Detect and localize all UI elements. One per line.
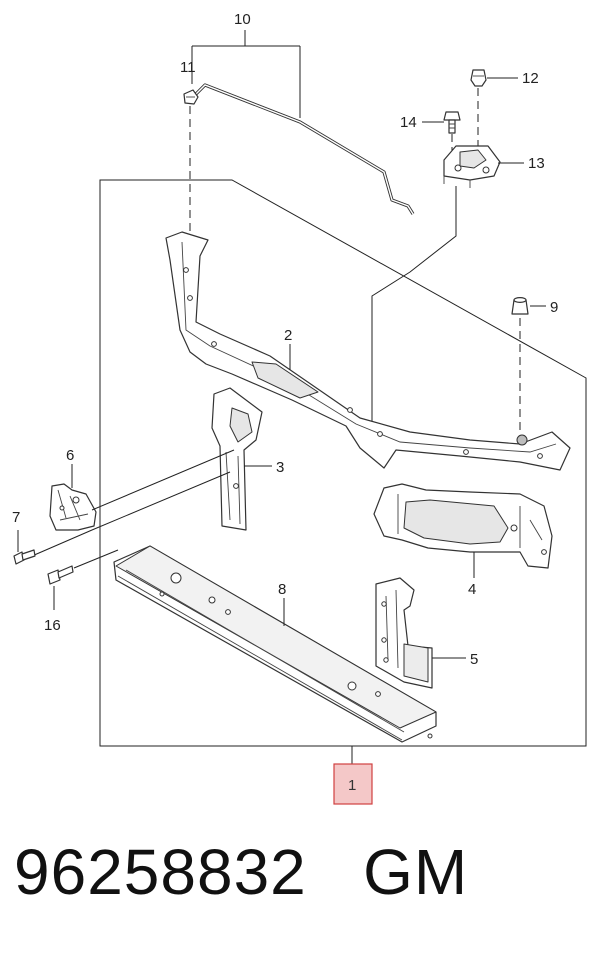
- brand-name: GM: [363, 836, 469, 908]
- callout-7: 7: [12, 509, 20, 526]
- connector-16-8: [73, 549, 119, 569]
- part-9-stopper: [511, 297, 529, 315]
- callout-4: 4: [468, 581, 476, 598]
- callout-5: 5: [470, 651, 478, 668]
- part-6-hood-latch: [49, 483, 97, 531]
- callout-1-box: [333, 763, 373, 805]
- part-4-headlamp-bracket: [373, 483, 553, 569]
- part-3-center-support: [211, 387, 263, 531]
- connector-6-3: [91, 449, 235, 511]
- callout-3: 3: [276, 459, 284, 476]
- caption-gap: [307, 836, 363, 908]
- part-11-clip: [183, 89, 199, 105]
- connector-7-3: [31, 471, 231, 557]
- part-16-bolt: [47, 565, 74, 585]
- part-13-latch-bracket: [443, 145, 501, 188]
- part-12-nut: [470, 69, 487, 87]
- part-5-side-bracket: [375, 577, 433, 689]
- part-14-bolt: [443, 111, 461, 134]
- callout-12: 12: [522, 70, 539, 87]
- leader-10: [191, 30, 301, 118]
- connector-13-2: [371, 186, 457, 424]
- assembly-outline: [99, 179, 587, 747]
- callout-2: 2: [284, 327, 292, 344]
- callout-14: 14: [400, 114, 417, 131]
- callout-1: 1: [348, 777, 356, 794]
- part-10-hood-rod: [190, 83, 415, 215]
- footer-caption: 96258832 GM: [14, 840, 468, 904]
- callout-13: 13: [528, 155, 545, 172]
- callout-8: 8: [278, 581, 286, 598]
- part-number: 96258832: [14, 836, 307, 908]
- part-7-bolt: [13, 549, 36, 565]
- part-2-upper-tie-bar: [165, 231, 571, 471]
- callout-16: 16: [44, 617, 61, 634]
- callout-10: 10: [234, 11, 251, 28]
- callout-6: 6: [66, 447, 74, 464]
- callout-11: 11: [180, 59, 196, 76]
- part-8-lower-tie-bar: [113, 545, 437, 743]
- callout-9: 9: [550, 299, 558, 316]
